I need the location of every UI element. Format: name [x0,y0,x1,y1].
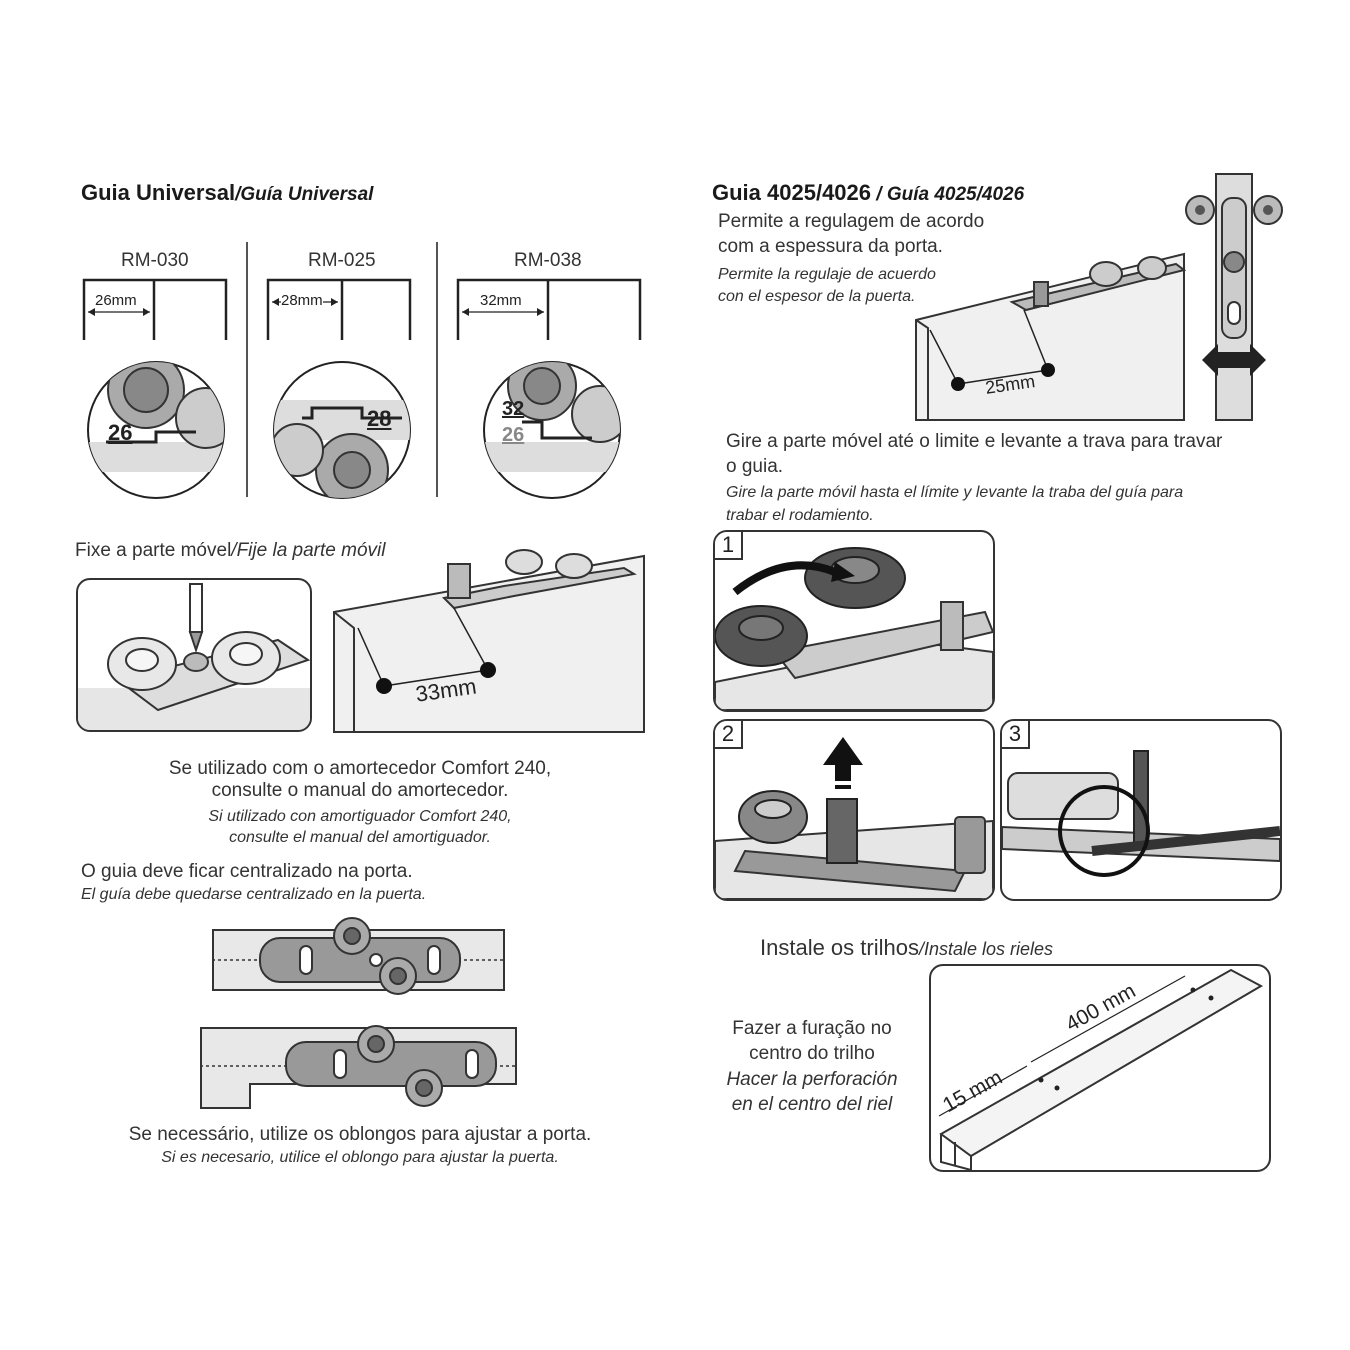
step-2-panel: 2 [713,719,995,901]
roller-zoom-illustration [483,361,621,499]
rail-drilling-illustration [929,964,1271,1172]
width-label: 28mm [281,292,323,309]
adjust-note-es-2: con el espesor de la puerta. [718,288,916,305]
screw-fixing-illustration [76,578,312,732]
left-title: Guia Universal/Guía Universal [81,180,373,206]
step-number: 1 [715,532,743,560]
divider [436,242,438,497]
roller-zoom-illustration [87,361,225,499]
right-title-pt: Guia 4025/4026 [712,180,872,205]
fix-heading-pt: Fixe a parte móvel [75,540,232,561]
step-3-panel: 3 [1000,719,1282,901]
fix-heading-es: /Fije la parte móvil [231,540,386,561]
width-label: 32mm [480,292,522,309]
model-name: RM-030 [121,250,189,271]
step-number: 2 [715,721,743,749]
rail-profile-diagram [456,278,642,340]
drill-note-es-2: en el centro del riel [731,1094,893,1115]
size-mark: 26 [502,424,525,446]
rails-heading-es: /Instale los rieles [918,939,1054,959]
right-title: Guia 4025/4026 / Guía 4025/4026 [712,180,1024,206]
rails-heading-pt: Instale os trilhos [760,935,919,960]
rotate-note-es-1: Gire la parte móvil hasta el límite y le… [726,484,1184,501]
fix-heading: Fixe a parte móvel/Fije la parte móvil [75,540,385,562]
comfort-note-es-1: Si utilizado con amortiguador Comfort 24… [208,808,512,825]
center-note-es: El guía debe quedarse centralizado en la… [81,886,427,903]
adjust-note-pt-2: com a espessura da porta. [718,236,943,257]
size-mark: 26 [108,420,133,445]
step-number: 3 [1002,721,1030,749]
size-mark: 32 [502,398,525,420]
comfort-note-es-2: consulte el manual del amortiguador. [229,829,491,846]
drill-note-es-1: Hacer la perforación [726,1069,898,1090]
guide-top-view-adjusted [200,1025,517,1109]
rails-heading: Instale os trilhos/Instale los rieles [760,935,1053,961]
drill-note-pt-2: centro do trilho [749,1043,875,1064]
oblong-note-pt: Se necessário, utilize os oblongos para … [128,1124,592,1145]
guide-top-view-centered [212,917,505,995]
rail-profile-diagram [82,278,228,340]
divider [246,242,248,497]
adjust-note-pt-1: Permite a regulagem de acordo [718,211,985,232]
comfort-note-pt-2: consulte o manual do amortecedor. [211,780,509,801]
door-edge-adjustment-illustration [1185,173,1283,421]
door-top-illustration [333,549,645,733]
comfort-note-pt-1: Se utilizado com o amortecedor Comfort 2… [168,758,552,779]
center-note-pt: O guia deve ficar centralizado na porta. [81,861,413,882]
left-title-es: /Guía Universal [235,184,374,205]
step-1-panel: 1 [713,530,995,712]
right-title-es: / Guía 4025/4026 [871,184,1025,205]
rotate-note-pt-2: o guia. [726,456,784,477]
drill-note-pt-1: Fazer a furação no [732,1018,892,1039]
rotate-note-pt-1: Gire a parte móvel até o limite e levant… [726,431,1223,452]
model-name: RM-038 [514,250,582,271]
rail-profile-diagram [266,278,412,340]
model-name: RM-025 [308,250,376,271]
adjust-note-es-1: Permite la regulaje de acuerdo [718,266,936,283]
oblong-note-es: Si es necesario, utilice el oblongo para… [161,1149,559,1166]
door-guide-4025-illustration [915,252,1187,421]
size-mark: 28 [367,406,392,431]
roller-zoom-illustration [273,361,411,499]
rotate-note-es-2: trabar el rodamiento. [726,507,874,524]
left-title-pt: Guia Universal [81,180,236,205]
width-label: 26mm [95,292,137,309]
